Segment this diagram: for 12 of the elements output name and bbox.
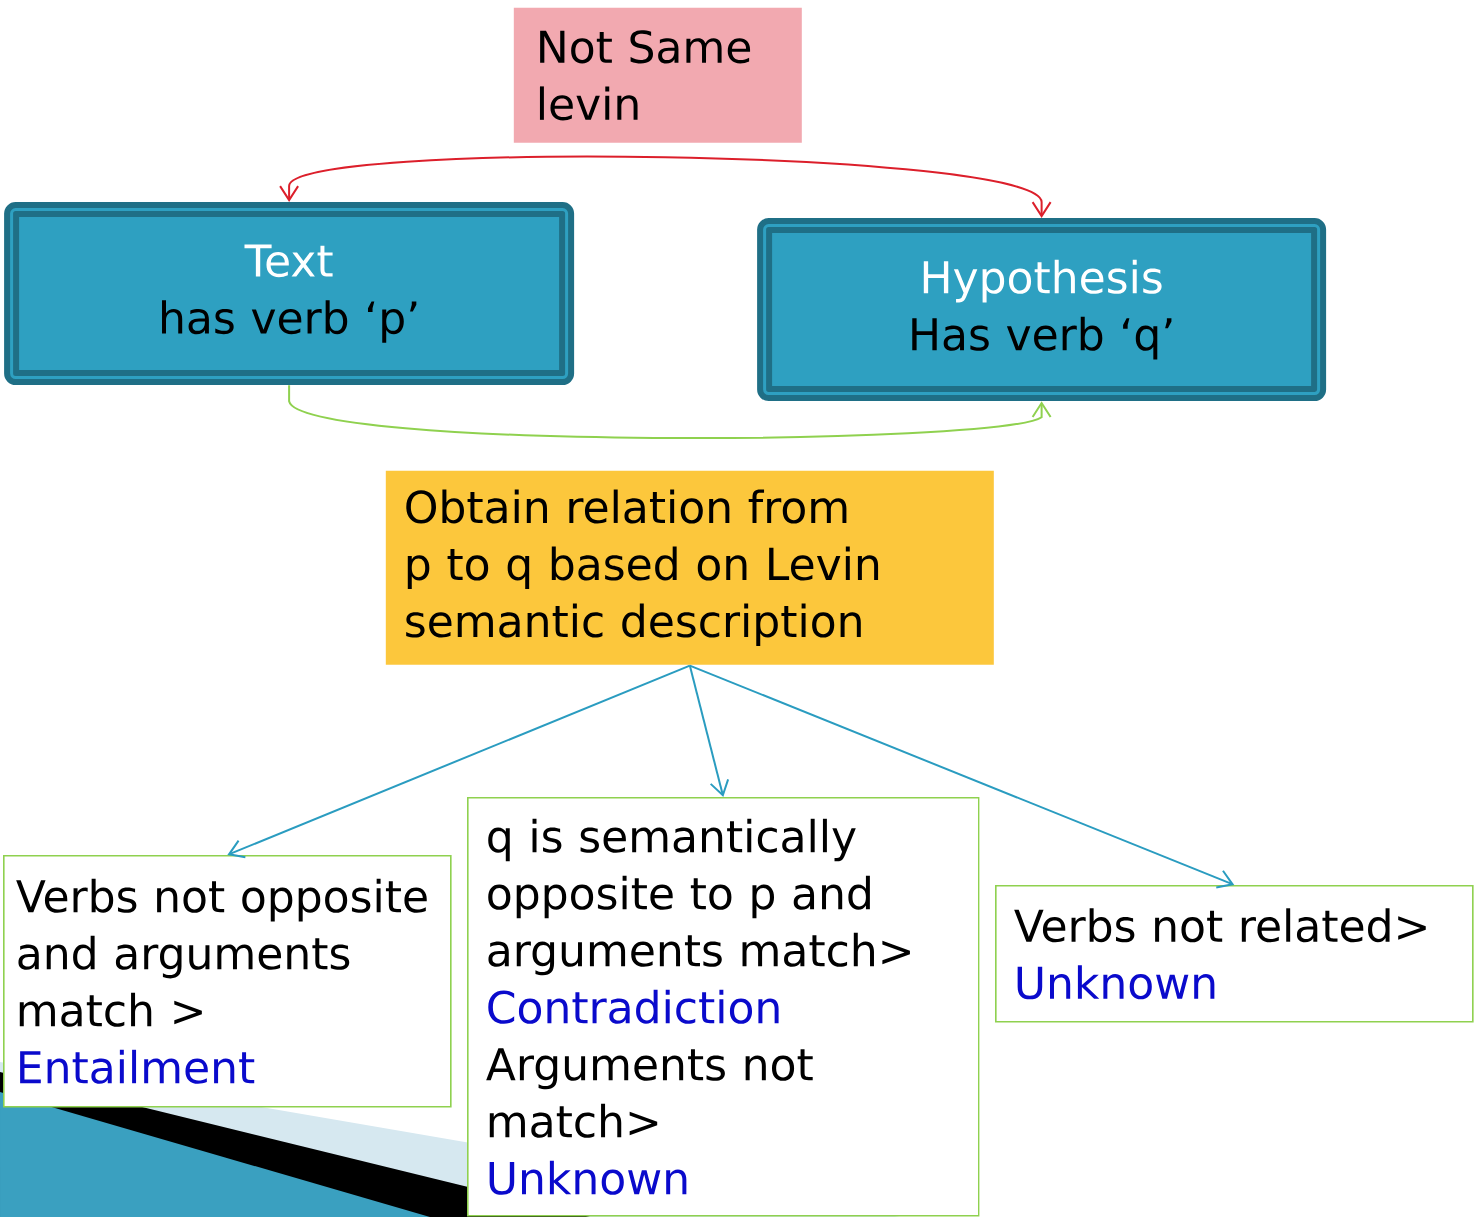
arrow [227, 664, 691, 859]
result-box: q is semantically opposite to p and arguments match> Contradiction Arguments not match> Unknown [467, 797, 980, 1217]
process-box: Obtain relation from p to q based on Levin semantic description [385, 470, 994, 665]
result-box: Verbs not opposite and arguments match > Entailment [3, 855, 452, 1108]
arrow [279, 155, 1052, 218]
note-box: Not Same levin [513, 7, 802, 143]
process-box: Text has verb ‘p’ [4, 202, 575, 386]
result-box: Verbs not related> Unknown [995, 885, 1474, 1023]
arrow [688, 664, 730, 797]
arrow [288, 384, 1052, 439]
arrow [688, 664, 1235, 889]
process-box: Hypothesis Has verb ‘q’ [757, 218, 1327, 402]
